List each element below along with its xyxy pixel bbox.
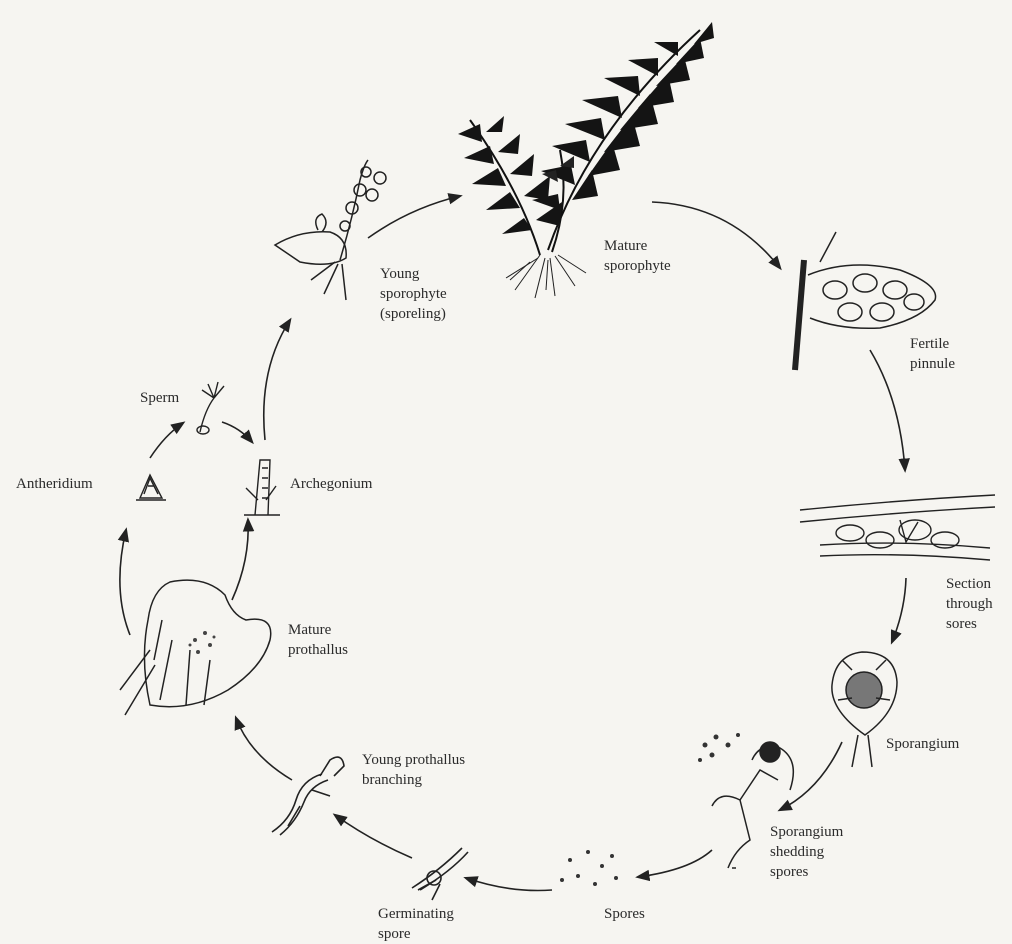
germinating-spore-drawing bbox=[412, 848, 468, 900]
label-sperm: Sperm bbox=[140, 388, 179, 408]
label-sporangium-shedding: Sporangiumsheddingspores bbox=[770, 822, 843, 882]
label-archegonium: Archegonium bbox=[290, 474, 372, 494]
mature-prothallus-drawing bbox=[120, 580, 271, 715]
arrow-pinnule-to-section bbox=[870, 350, 905, 470]
young-prothallus-drawing bbox=[272, 757, 344, 835]
arrow-archegonium-to-sporeling bbox=[264, 320, 290, 440]
spores-drawing bbox=[560, 850, 618, 886]
label-mature-sporophyte: Maturesporophyte bbox=[604, 236, 671, 276]
arrow-prothallus-to-archegonium bbox=[232, 520, 248, 600]
label-section-through-sores: Sectionthroughsores bbox=[946, 574, 993, 634]
shed-spores-dots bbox=[698, 733, 740, 762]
arrow-sporangium-to-shedding bbox=[780, 742, 842, 810]
label-spores: Spores bbox=[604, 904, 645, 924]
young-sporophyte-drawing bbox=[275, 160, 386, 300]
archegonium-drawing bbox=[244, 460, 280, 515]
arrow-antheridium-to-sperm bbox=[150, 423, 183, 458]
antheridium-drawing bbox=[136, 475, 166, 500]
label-fertile-pinnule: Fertilepinnule bbox=[910, 334, 955, 374]
arrow-sperm-to-archegonium bbox=[222, 422, 252, 442]
label-sporangium: Sporangium bbox=[886, 734, 959, 754]
arrow-young-to-mature-sporophyte bbox=[368, 196, 460, 238]
arrow-mature-prothallus-to-antheridium bbox=[120, 530, 130, 635]
arrow-germinating-to-young-prothallus bbox=[335, 815, 412, 858]
label-young-sporophyte: Youngsporophyte(sporeling) bbox=[380, 264, 447, 324]
label-antheridium: Antheridium bbox=[16, 474, 93, 494]
arrow-spores-to-germinating bbox=[466, 878, 552, 891]
arrow-mature-sporophyte-to-pinnule bbox=[652, 202, 780, 268]
label-germinating-spore: Germinatingspore bbox=[378, 904, 454, 944]
label-mature-prothallus: Matureprothallus bbox=[288, 620, 348, 660]
arrow-section-to-sporangium bbox=[892, 578, 906, 642]
section-through-sores-drawing bbox=[800, 495, 995, 560]
arrow-shedding-to-spores bbox=[638, 850, 712, 877]
mature-sporophyte-drawing bbox=[458, 22, 714, 298]
prothallus-sporophyte-stipple bbox=[189, 631, 216, 654]
label-young-prothallus: Young prothallusbranching bbox=[362, 750, 465, 790]
cycle-arrows bbox=[120, 196, 906, 891]
sperm-drawing bbox=[197, 382, 224, 434]
arrow-young-prothallus-to-mature bbox=[236, 718, 292, 780]
